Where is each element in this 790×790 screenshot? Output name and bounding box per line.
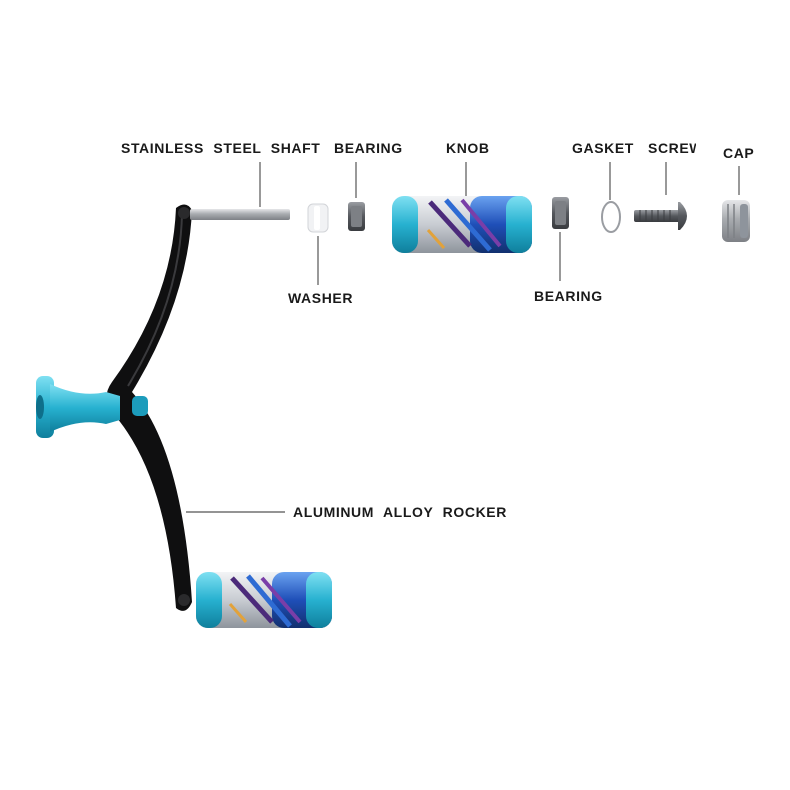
cap (722, 200, 750, 242)
screw (634, 202, 687, 230)
rocker-arm (106, 204, 192, 611)
gasket (601, 201, 621, 233)
label-stainless-steel-shaft: STAINLESS STEEL SHAFT (121, 140, 321, 156)
balance-knob (36, 376, 148, 438)
bearing-top (348, 202, 365, 231)
label-aluminum-alloy-rocker: ALUMINUM ALLOY ROCKER (293, 504, 507, 520)
knob-exploded (392, 196, 532, 253)
label-knob: KNOB (446, 140, 490, 156)
label-bearing-bottom: BEARING (534, 288, 603, 304)
label-washer: WASHER (288, 290, 354, 306)
knob-assembled (196, 572, 332, 628)
label-screw: SCREW (648, 140, 696, 156)
label-cap: CAP (723, 145, 755, 161)
label-bearing-top: BEARING (334, 140, 403, 156)
stainless-steel-shaft (190, 209, 290, 220)
washer (307, 203, 329, 233)
bearing-bottom (552, 197, 569, 229)
label-gasket: GASKET (572, 140, 634, 156)
leader-lines (186, 162, 740, 513)
